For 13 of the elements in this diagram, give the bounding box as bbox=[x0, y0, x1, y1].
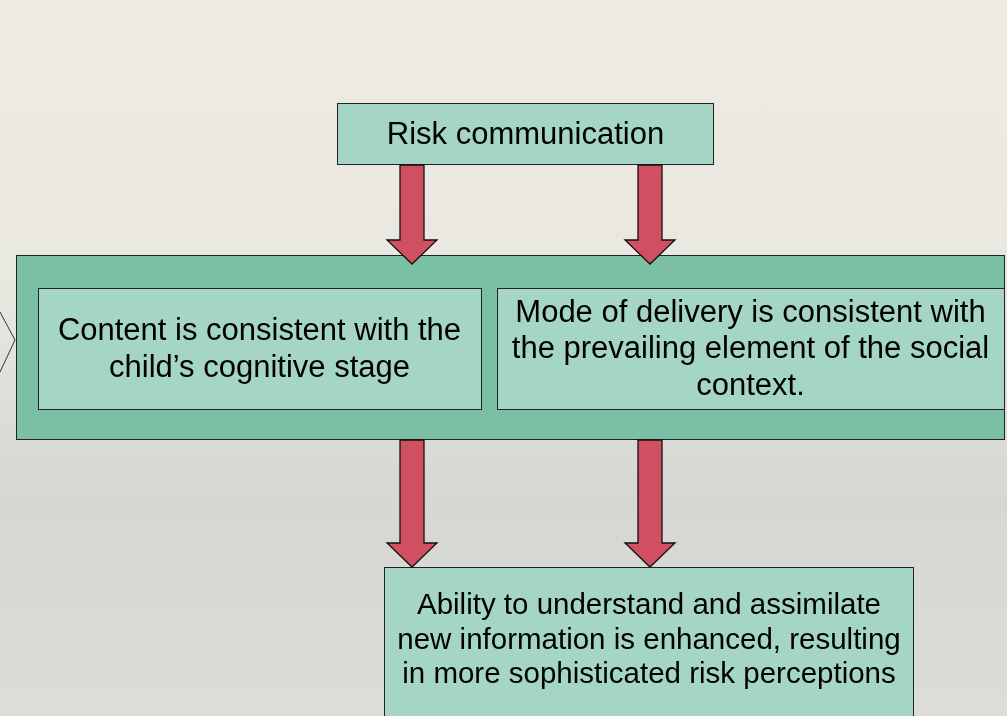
block-arrow bbox=[623, 439, 677, 568]
node-text: Risk communication bbox=[386, 115, 665, 153]
block-arrow bbox=[385, 439, 439, 568]
node-text: Content is consistent with the child’s cognitive stage bbox=[56, 312, 463, 385]
block-arrow bbox=[623, 164, 677, 265]
process-box bbox=[37, 287, 482, 410]
process-box bbox=[496, 287, 1005, 410]
node-text: Mode of delivery is consistent with the prevailing element of the social context. bbox=[511, 294, 990, 403]
title-box bbox=[337, 103, 714, 165]
block-arrow bbox=[385, 164, 439, 265]
node-text: Ability to understand and assimilate new information is enhanced, resulting in more sophisticated risk perceptions bbox=[396, 587, 902, 691]
result-box bbox=[384, 567, 914, 716]
group-panel bbox=[16, 255, 1005, 440]
